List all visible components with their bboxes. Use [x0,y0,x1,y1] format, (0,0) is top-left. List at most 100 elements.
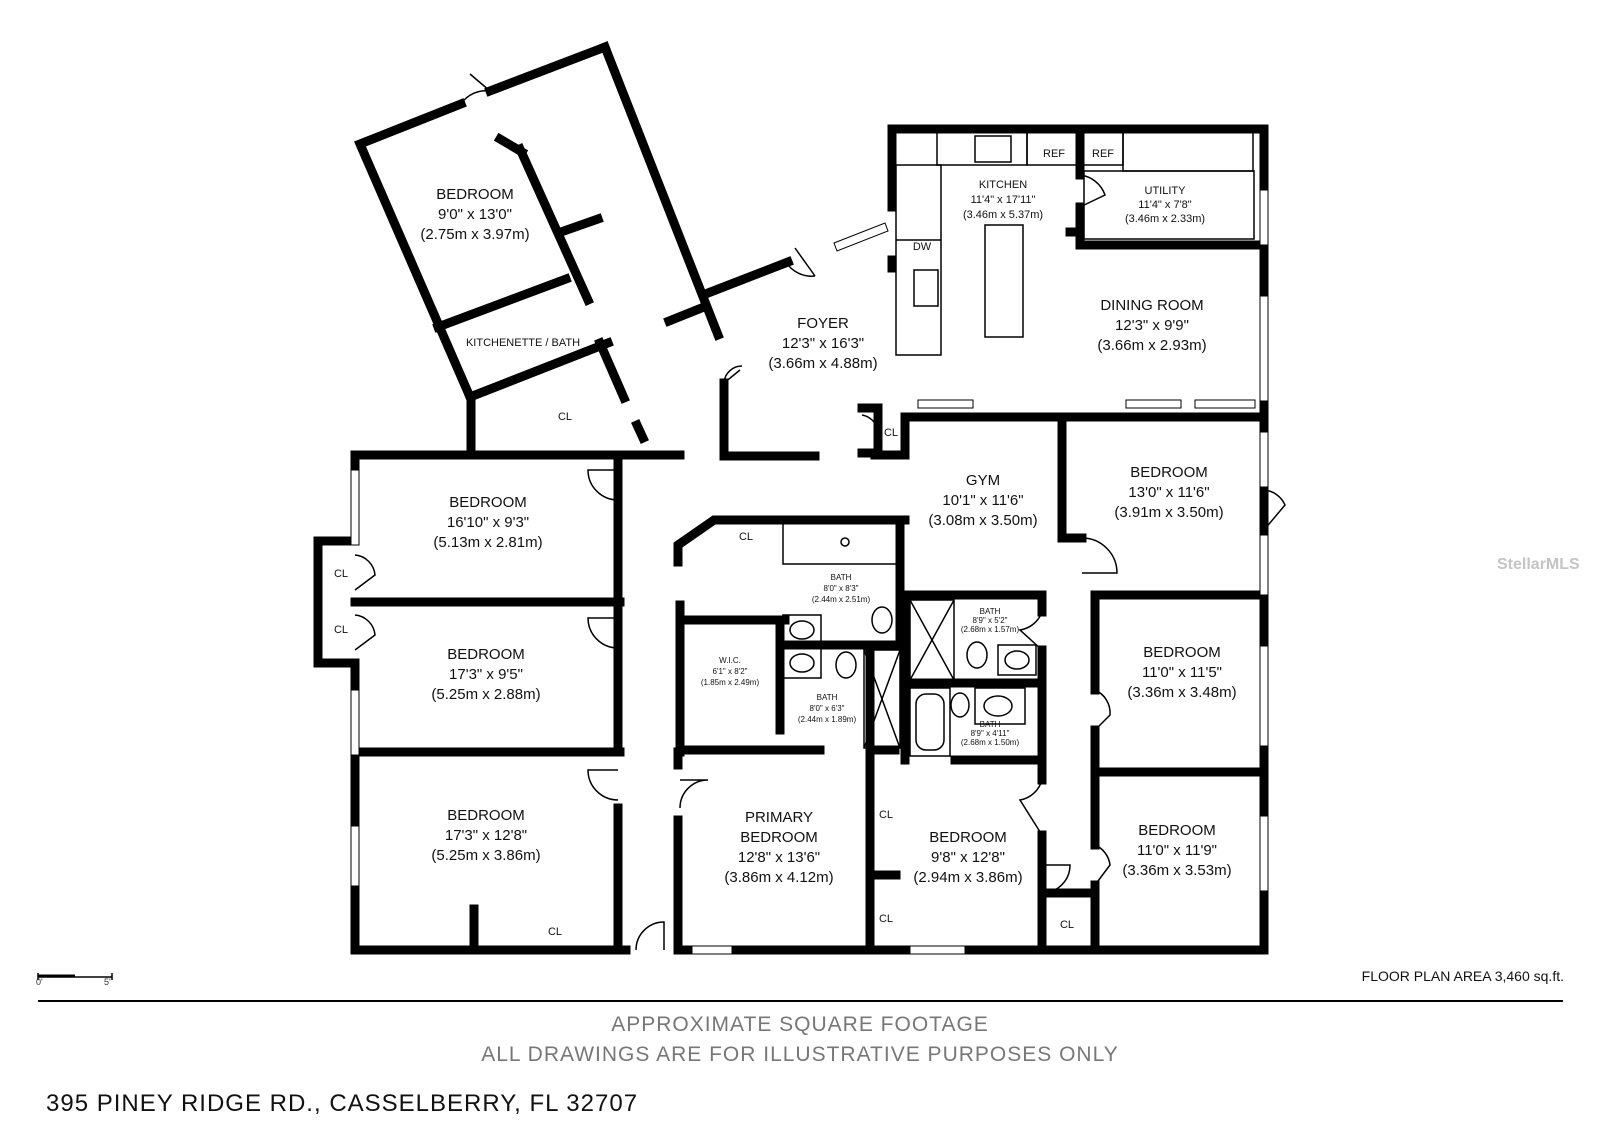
room-name: BEDROOM [436,186,514,203]
room-dimensions: 8'0" x 8'3" [824,584,859,593]
room-name: BEDROOM [1138,822,1216,839]
room-label-bedroom-nw: BEDROOM 9'0" x 13'0" (2.75m x 3.97m) [420,186,529,243]
illustrative-note: ALL DRAWINGS ARE FOR ILLUSTRATIVE PURPOS… [481,1043,1119,1066]
room-name: BEDROOM [449,494,527,511]
dishwasher-label: DW [913,241,932,253]
room-dimensions: 8'9" x 5'2" [973,616,1008,625]
room-label-bedroom-e2: BEDROOM 11'0" x 11'5" (3.36m x 3.48m) [1127,644,1236,701]
footage-note: APPROXIMATE SQUARE FOOTAGE [611,1013,989,1036]
room-label-bath-primary: BATH 8'0" x 6'3" (2.44m x 1.89m) [798,693,857,724]
room-metric: (1.85m x 2.49m) [701,678,760,687]
room-name: DINING ROOM [1100,297,1203,314]
room-dimensions: 16'10" x 9'3" [447,514,529,531]
room-name: BEDROOM [1130,464,1208,481]
room-label-utility: UTILITY 11'4" x 7'8" (3.46m x 2.33m) [1125,185,1205,225]
room-label-bedroom-w3: BEDROOM 17'3" x 12'8" (5.25m x 3.86m) [431,807,540,864]
room-dimensions: 11'0" x 11'5" [1142,664,1222,681]
room-dimensions: 11'4" x 17'11" [971,194,1036,206]
room-dimensions: 8'0" x 6'3" [810,704,845,713]
room-metric: (5.25m x 2.88m) [431,686,540,703]
room-label-bedroom-w2: BEDROOM 17'3" x 9'5" (5.25m x 2.88m) [431,646,540,703]
room-name-line1: PRIMARY [745,809,813,826]
room-dimensions: 10'1" x 11'6" [942,492,1023,509]
room-label-bath-main: BATH 8'0" x 8'3" (2.44m x 2.51m) [812,573,871,604]
property-address: 395 PINEY RIDGE RD., CASSELBERRY, FL 327… [46,1090,639,1117]
room-name: BATH [817,693,838,702]
room-name: KITCHEN [979,179,1027,191]
room-label-gym: GYM 10'1" x 11'6" (3.08m x 3.50m) [928,472,1037,529]
room-label-bedroom-e3: BEDROOM 11'0" x 11'9" (3.36m x 3.53m) [1122,822,1231,879]
room-name: FOYER [797,315,849,332]
room-dimensions: 11'4" x 7'8" [1138,199,1191,211]
room-name: BATH [980,720,1001,729]
room-name: BEDROOM [447,807,525,824]
room-metric: (3.08m x 3.50m) [928,512,1037,529]
mls-watermark: StellarMLS [1497,556,1580,573]
room-name: BATH [980,607,1001,616]
room-label-foyer: FOYER 12'3" x 16'3" (3.66m x 4.88m) [768,315,877,372]
footer-divider [38,1000,1563,1002]
room-dimensions: 17'3" x 9'5" [449,666,523,683]
room-dimensions: 12'3" x 16'3" [782,335,864,352]
room-metric: (2.44m x 2.51m) [812,595,871,604]
room-label-bedroom-s: BEDROOM 9'8" x 12'8" (2.94m x 3.86m) [913,829,1022,886]
closet-label: CL [558,411,572,423]
floor-plan-area: FLOOR PLAN AREA 3,460 sq.ft. [1361,968,1564,984]
room-metric: (3.66m x 2.93m) [1097,337,1206,354]
room-metric: (3.91m x 3.50m) [1114,504,1223,521]
closet-label: CL [548,926,562,938]
room-metric: (5.13m x 2.81m) [433,534,542,551]
room-label-bedroom-e1: BEDROOM 13'0" x 11'6" (3.91m x 3.50m) [1114,464,1223,521]
room-metric: (2.75m x 3.97m) [420,226,529,243]
room-dimensions: 9'8" x 12'8" [931,849,1005,866]
room-dimensions: 11'0" x 11'9" [1137,842,1217,859]
scale-end-label: 5' [104,977,111,987]
room-name: BEDROOM [929,829,1007,846]
room-dimensions: 8'9" x 4'11" [971,729,1010,738]
scale-bar [37,973,113,980]
room-metric: (3.66m x 4.88m) [768,355,877,372]
closet-label: CL [334,568,348,580]
room-dimensions: 6'1" x 8'2" [713,667,748,676]
room-label-kitchen: KITCHEN 11'4" x 17'11" (3.46m x 5.37m) [963,179,1043,221]
room-metric: (3.46m x 2.33m) [1125,213,1205,225]
closet-label: CL [1060,919,1074,931]
room-label-bath-a: BATH 8'9" x 5'2" (2.68m x 1.57m) [961,607,1020,634]
room-name-line2: BEDROOM [740,829,818,846]
ref-label: REF [1092,148,1114,160]
room-name: BEDROOM [1143,644,1221,661]
kitchen-fixtures [895,128,1255,356]
bath-fixtures [782,521,1037,757]
room-name: BATH [831,573,852,582]
closet-label: CL [879,913,893,925]
closet-label: CL [884,427,898,439]
room-label-bedroom-w1: BEDROOM 16'10" x 9'3" (5.13m x 2.81m) [433,494,542,551]
room-metric: (5.25m x 3.86m) [431,847,540,864]
room-dimensions: 12'3" x 9'9" [1115,317,1189,334]
room-metric: (2.68m x 1.50m) [961,738,1020,747]
room-name: GYM [966,472,1000,489]
ref-label: REF [1043,148,1065,160]
room-dimensions: 9'0" x 13'0" [438,206,512,223]
room-name: BEDROOM [447,646,525,663]
closet-label: CL [334,624,348,636]
room-metric: (2.44m x 1.89m) [798,715,857,724]
room-name: W.I.C. [719,656,741,665]
room-dimensions: 12'8" x 13'6" [738,849,820,866]
nw-wing-walls [354,41,794,453]
room-label-primary-bedroom: PRIMARY BEDROOM 12'8" x 13'6" (3.86m x 4… [724,809,833,886]
room-metric: (3.36m x 3.53m) [1122,862,1231,879]
room-name: UTILITY [1145,185,1187,197]
room-label-dining: DINING ROOM 12'3" x 9'9" (3.66m x 2.93m) [1097,297,1206,354]
room-label-wic: W.I.C. 6'1" x 8'2" (1.85m x 2.49m) [701,656,760,687]
room-metric: (2.94m x 3.86m) [913,869,1022,886]
room-metric: (3.86m x 4.12m) [724,869,833,886]
room-label-bath-b: BATH 8'9" x 4'11" (2.68m x 1.50m) [961,720,1020,747]
room-dimensions: 13'0" x 11'6" [1128,484,1209,501]
room-metric: (3.46m x 5.37m) [963,209,1043,221]
room-label-kitchenette: KITCHENETTE / BATH [466,337,580,349]
closet-label: CL [879,809,893,821]
room-metric: (2.68m x 1.57m) [961,625,1020,634]
